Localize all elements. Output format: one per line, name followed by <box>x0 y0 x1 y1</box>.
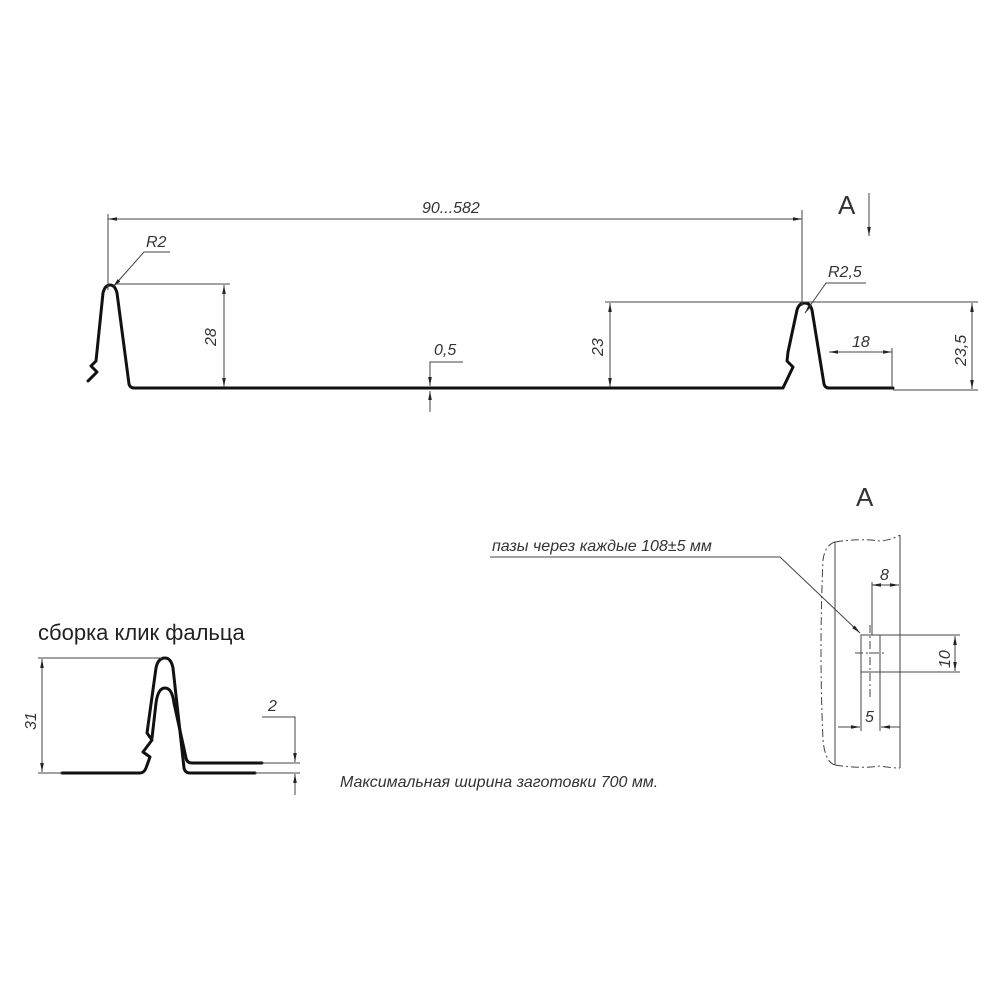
slot-note: пазы через каждые 108±5 мм <box>492 538 712 555</box>
height-left-label: 28 <box>203 328 220 347</box>
profile-outline <box>86 283 895 390</box>
assembly-view: сборка клик фальца 31 2 <box>23 620 300 795</box>
view-a: A пазы через каждые 108±5 мм 8 10 5 <box>490 482 960 769</box>
assembly-gap-label: 2 <box>267 698 277 715</box>
width-dimension: 90...582 <box>422 200 480 217</box>
thickness-label: 0,5 <box>434 342 456 359</box>
main-profile: 90...582 R2 28 0,5 23 R2,5 18 23,5 A <box>86 190 978 412</box>
height-right-label: 23,5 <box>953 335 970 367</box>
assembly-height-label: 31 <box>23 712 40 730</box>
height-mid-label: 23 <box>590 338 607 357</box>
radius-left-label: R2 <box>146 234 167 251</box>
dim-slot-width-label: 5 <box>865 709 874 726</box>
flange-width-label: 18 <box>852 334 870 351</box>
dim-slot-height-label: 10 <box>937 650 954 668</box>
assembly-title: сборка клик фальца <box>38 620 245 645</box>
max-width-note: Максимальная ширина заготовки 700 мм. <box>340 774 658 791</box>
view-a-label: A <box>856 482 874 512</box>
view-a-marker: A <box>838 190 856 220</box>
dim-offset-label: 8 <box>880 567 889 584</box>
radius-right-label: R2,5 <box>828 264 862 281</box>
